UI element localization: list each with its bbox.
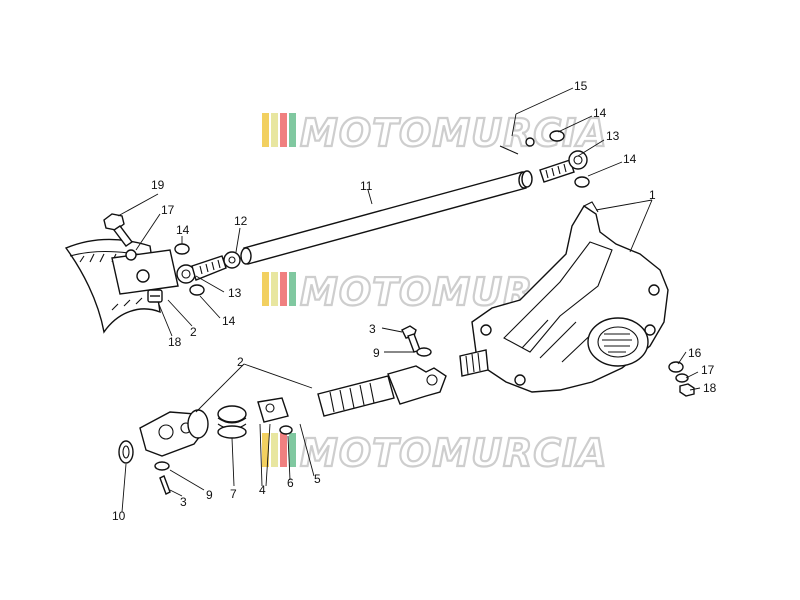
nut-set-right (668, 361, 695, 397)
rod-end-left (174, 243, 241, 296)
callout-label: 13 (606, 129, 620, 143)
callout-label: 14 (623, 152, 637, 166)
callout-label: 10 (112, 509, 126, 523)
callout-label: 13 (228, 286, 242, 300)
callout-label: 19 (151, 178, 165, 192)
callout-label: 9 (373, 346, 380, 360)
callout-label: 15 (574, 79, 588, 93)
callout-label: 16 (688, 346, 702, 360)
callout-label: 11 (360, 179, 373, 193)
callout-label: 14 (593, 106, 607, 120)
callout-label: 14 (222, 314, 236, 328)
watermark-top: MOTOMURCIA (262, 110, 608, 156)
callout-label: 2 (237, 355, 244, 369)
watermark-bottom: MOTOMURCIA (262, 430, 608, 476)
callout-label: 3 (180, 495, 187, 509)
rod-end-right (499, 130, 590, 188)
universal-joint (118, 409, 209, 495)
spring (217, 405, 247, 439)
bolt-19 (103, 213, 134, 247)
callout-label: 17 (161, 203, 175, 217)
tie-rod (240, 170, 533, 265)
callout-label: 9 (206, 488, 213, 502)
final-drive-housing (459, 201, 669, 393)
callout-label: 5 (314, 472, 321, 486)
callout-label: 18 (703, 381, 717, 395)
callout-label: 3 (369, 322, 376, 336)
callout-label: 18 (168, 335, 182, 349)
callout-label: 1 (649, 188, 656, 202)
callout-label: 7 (230, 487, 237, 501)
bolt-3-upper (401, 325, 432, 357)
drive-shaft (317, 365, 447, 417)
watermark-text: MOTOMURCIA (300, 431, 608, 475)
coupling (257, 397, 293, 435)
callout-label: 6 (287, 476, 294, 490)
callout-label: 12 (234, 214, 248, 228)
leader-lines (117, 87, 701, 513)
callout-label: 17 (701, 363, 715, 377)
watermark-text: MOTOMURCIA (300, 111, 608, 155)
callout-label: 4 (259, 483, 266, 497)
callout-labels: 15 14 13 14 1 11 19 17 12 14 13 2 14 18 … (112, 79, 717, 523)
bracket-plate (111, 249, 179, 303)
callout-label: 14 (176, 223, 190, 237)
callout-label: 2 (190, 325, 197, 339)
